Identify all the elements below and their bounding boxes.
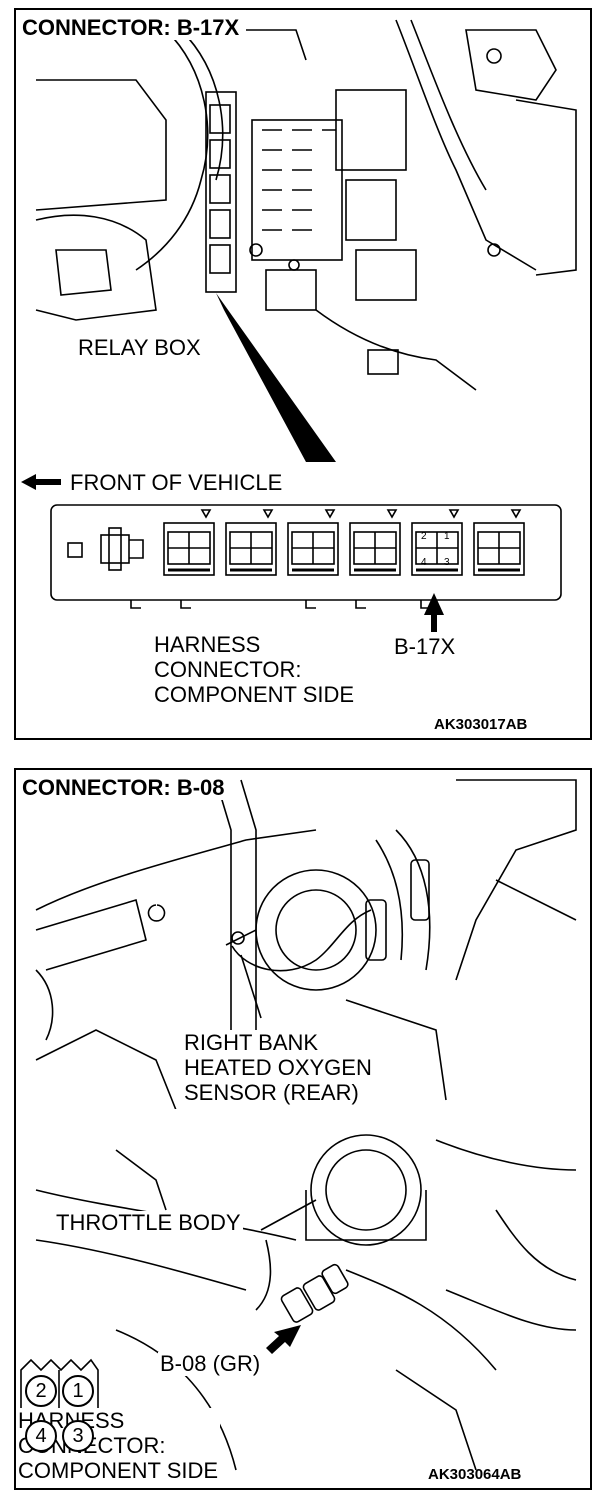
pin-label: 1 xyxy=(444,531,450,542)
connector-title: CONNECTOR: B-08 xyxy=(20,775,227,800)
relay-socket xyxy=(473,509,525,576)
relay-socket xyxy=(163,509,215,576)
oxygen-sensor-diagram-panel: CONNECTOR: B-08 RIGHT BANK HEATED OXYGEN… xyxy=(14,768,592,1490)
relay-socket xyxy=(349,509,401,576)
relay-box-label: RELAY BOX xyxy=(76,335,203,360)
oxygen-sensor-label: RIGHT BANK HEATED OXYGEN SENSOR (REAR) xyxy=(182,1030,374,1105)
connector-pin: 2 xyxy=(25,1375,57,1407)
pin-label: 2 xyxy=(421,531,427,542)
throttle-body-label: THROTTLE BODY xyxy=(54,1210,243,1235)
relay-box-diagram-panel: CONNECTOR: B-17X RELAY BOX FRONT OF VEHI… xyxy=(14,8,592,740)
pin-label: 3 xyxy=(444,557,450,568)
relay-socket xyxy=(411,509,463,576)
engine-illustration xyxy=(16,779,590,1471)
front-of-vehicle-label: FRONT OF VEHICLE xyxy=(68,470,285,495)
connector-pin: 1 xyxy=(62,1375,94,1407)
connector-id-label: B-17X xyxy=(392,634,458,659)
connector-location-label: B-08 (GR) xyxy=(158,1351,263,1376)
figure-code: AK303017AB xyxy=(434,716,528,733)
harness-connector-label: HARNESS CONNECTOR: COMPONENT SIDE xyxy=(152,632,357,707)
b17x-pin-grid: 2 1 4 3 xyxy=(416,531,460,571)
relay-box-illustration xyxy=(21,19,577,632)
figure-code: AK303064AB xyxy=(428,1466,522,1483)
relay-socket xyxy=(225,509,277,576)
connector-pin: 4 xyxy=(25,1420,57,1452)
pin-label: 4 xyxy=(421,557,427,568)
connector-pin: 3 xyxy=(62,1420,94,1452)
relay-socket xyxy=(287,509,339,576)
connector-title: CONNECTOR: B-17X xyxy=(20,15,242,40)
